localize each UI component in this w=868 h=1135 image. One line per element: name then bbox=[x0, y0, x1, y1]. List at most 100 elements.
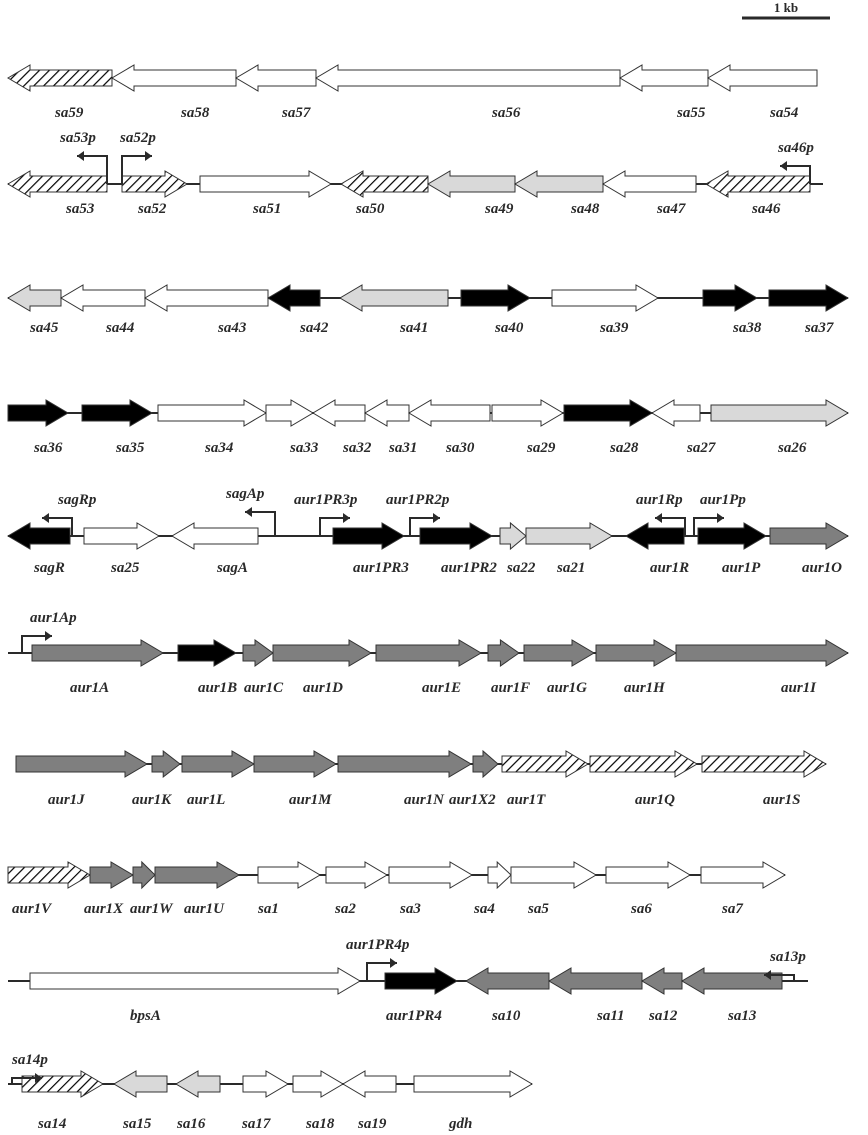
gene-label: sa47 bbox=[656, 201, 686, 217]
gene-arrow bbox=[177, 639, 237, 667]
gene-arrow bbox=[7, 64, 113, 92]
gene-arrow bbox=[384, 967, 458, 995]
gene-arrow bbox=[681, 967, 783, 995]
gene-label: sa39 bbox=[599, 320, 629, 336]
gene-arrow bbox=[487, 860, 512, 890]
gene-label: sagR bbox=[33, 560, 65, 576]
gene-arrow bbox=[60, 284, 146, 312]
gene-arrow bbox=[501, 750, 589, 778]
promoter-label: aur1PR3p bbox=[294, 492, 358, 508]
gene-label: aur1L bbox=[187, 792, 225, 808]
promoter-marker: sa46p bbox=[777, 140, 814, 184]
gene-arrow bbox=[267, 284, 321, 312]
gene-arrow bbox=[235, 64, 317, 92]
gene-label: sa29 bbox=[526, 440, 556, 456]
gene-label: sa1 bbox=[257, 901, 279, 917]
promoter-marker: aur1PR2p bbox=[386, 492, 450, 536]
promoter-arrowhead bbox=[764, 970, 771, 980]
gene-arrow bbox=[154, 861, 240, 889]
gene-arrow bbox=[113, 1070, 168, 1098]
scale-bar-label: 1 kb bbox=[774, 0, 798, 15]
gene-label: sa12 bbox=[648, 1008, 678, 1024]
gene-arrow bbox=[701, 750, 827, 778]
gene-arrow bbox=[700, 861, 786, 889]
gene-label: aur1J bbox=[48, 792, 85, 808]
gene-label: sa53 bbox=[65, 201, 95, 217]
gene-label: sa10 bbox=[491, 1008, 521, 1024]
gene-label: aur1S bbox=[763, 792, 801, 808]
gene-label: sa13 bbox=[727, 1008, 757, 1024]
gene-arrow bbox=[332, 522, 405, 550]
gene-label: gdh bbox=[448, 1116, 472, 1132]
gene-arrow bbox=[132, 860, 156, 890]
gene-arrow bbox=[523, 639, 595, 667]
gene-label: aur1A bbox=[70, 680, 109, 696]
gene-arrow bbox=[312, 399, 366, 427]
gene-label: sa11 bbox=[596, 1008, 625, 1024]
gene-arrow bbox=[514, 170, 604, 198]
promoter-bent-arrow bbox=[11, 1077, 42, 1084]
gene-label: aur1O bbox=[802, 560, 842, 576]
promoter-arrowhead bbox=[145, 151, 152, 161]
gene-arrow bbox=[707, 64, 818, 92]
gene-label: aur1D bbox=[303, 680, 343, 696]
gene-label: sa58 bbox=[180, 105, 210, 121]
gene-arrow bbox=[641, 967, 683, 995]
gene-label: sa25 bbox=[110, 560, 140, 576]
gene-label: sa2 bbox=[334, 901, 356, 917]
gene-arrow bbox=[487, 639, 520, 667]
gene-arrow bbox=[29, 967, 361, 995]
gene-arrow bbox=[697, 522, 767, 550]
promoter-marker: sa13p bbox=[764, 949, 806, 981]
gene-label: sa4 bbox=[473, 901, 495, 917]
promoter-label: aur1Ap bbox=[30, 610, 77, 626]
gene-label: sa33 bbox=[289, 440, 319, 456]
gene-arrow bbox=[675, 639, 849, 667]
gene-label: aur1H bbox=[624, 680, 666, 696]
gene-arrow bbox=[151, 749, 181, 779]
gene-label: sa54 bbox=[769, 105, 799, 121]
gene-label: aur1X2 bbox=[449, 792, 496, 808]
promoter-arrowhead bbox=[45, 631, 52, 641]
promoter-bent-arrow bbox=[693, 517, 724, 536]
gene-label: sa43 bbox=[217, 320, 247, 336]
gene-label: sa26 bbox=[777, 440, 807, 456]
gene-label: aur1C bbox=[244, 680, 284, 696]
gene-label: sa34 bbox=[204, 440, 234, 456]
gene-arrow bbox=[388, 861, 473, 889]
gene-label: aur1R bbox=[650, 560, 689, 576]
gene-arrow bbox=[181, 750, 255, 778]
gene-label: sa5 bbox=[527, 901, 549, 917]
gene-arrow bbox=[563, 399, 653, 427]
gene-arrow bbox=[595, 639, 677, 667]
gene-label: sa45 bbox=[29, 320, 59, 336]
promoter-bent-arrow bbox=[780, 165, 811, 184]
gene-label: aur1G bbox=[547, 680, 587, 696]
promoter-bent-arrow bbox=[21, 635, 52, 653]
gene-label: sa51 bbox=[252, 201, 281, 217]
gene-arrow bbox=[253, 750, 337, 778]
gene-label: sa56 bbox=[491, 105, 521, 121]
gene-arrow bbox=[7, 284, 62, 312]
gene-label: aur1PR4 bbox=[386, 1008, 442, 1024]
gene-arrow bbox=[111, 64, 237, 92]
promoter-arrowhead bbox=[343, 513, 350, 523]
gene-arrow bbox=[340, 170, 429, 198]
promoter-arrowhead bbox=[717, 513, 724, 523]
gene-arrow bbox=[710, 399, 849, 427]
gene-label: aur1F bbox=[491, 680, 530, 696]
gene-label: sa49 bbox=[484, 201, 514, 217]
promoter-label: aur1PR4p bbox=[346, 937, 410, 953]
gene-arrow bbox=[548, 967, 643, 995]
gene-arrow bbox=[510, 861, 597, 889]
promoter-marker: sa53p bbox=[59, 130, 108, 184]
promoter-label: sa52p bbox=[119, 130, 156, 146]
gene-arrow bbox=[199, 170, 332, 198]
